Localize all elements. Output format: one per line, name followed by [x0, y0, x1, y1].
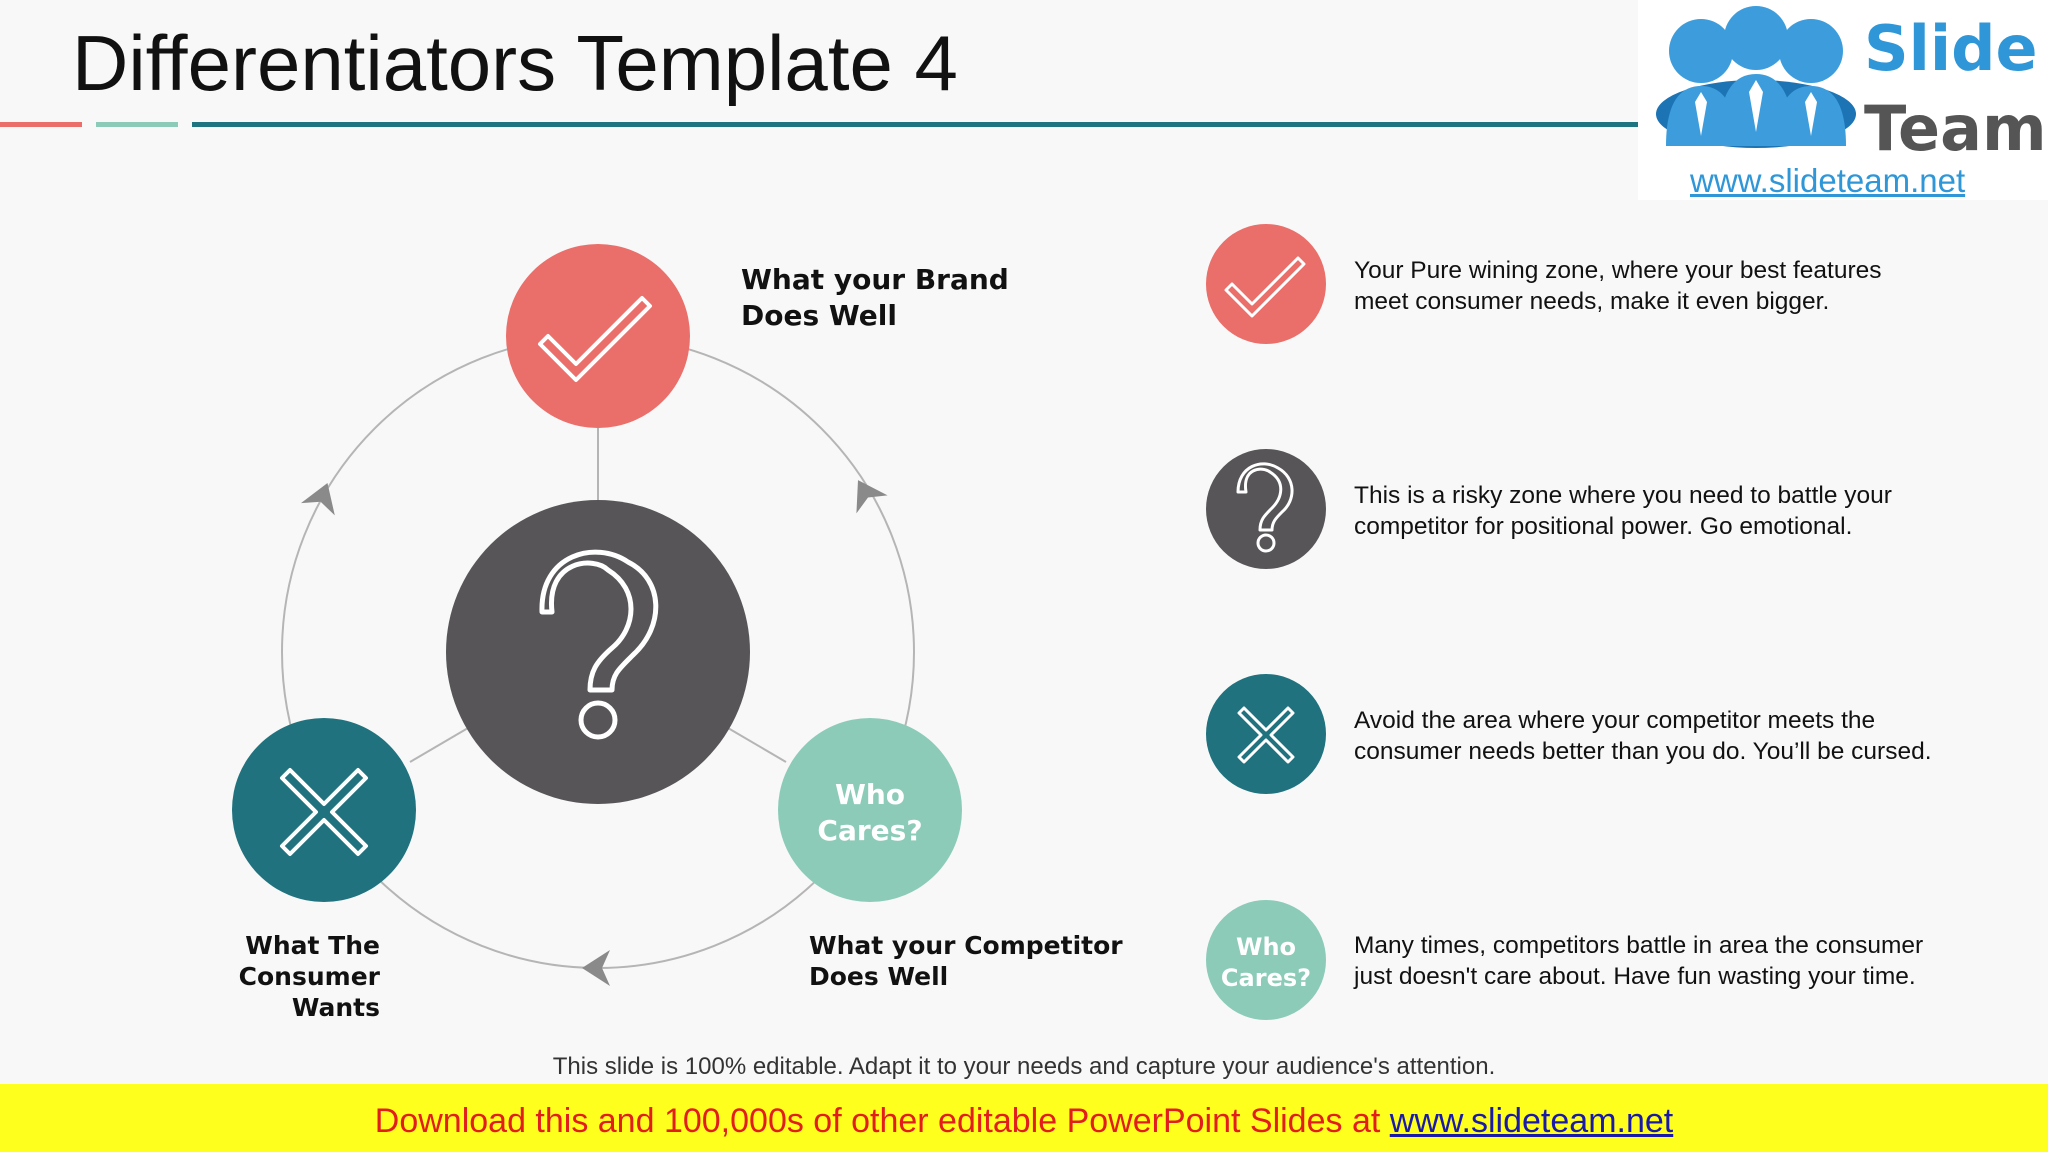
ring-arrow-right: [856, 480, 888, 514]
legend-circle-4-text-2: Cares?: [1221, 964, 1311, 992]
legend-desc-1: Your Pure wining zone, where your best f…: [1354, 255, 1882, 317]
legend-desc-4-line-1: Many times, competitors battle in area t…: [1354, 932, 1924, 959]
x-mark-icon: [280, 768, 368, 856]
check-mark-icon: [1224, 256, 1306, 318]
top-label-line-1: What your Brand: [741, 263, 1009, 296]
download-banner: [0, 1084, 2048, 1152]
legend-desc-3-line-1: Avoid the area where your competitor mee…: [1354, 707, 1876, 734]
top-circle: [506, 244, 690, 428]
right-circle-text-2: Cares?: [817, 814, 922, 847]
legend-desc-3: Avoid the area where your competitor mee…: [1354, 705, 1932, 767]
question-mark-icon: [539, 549, 659, 740]
legend-circle-3: [1206, 674, 1326, 794]
left-label-line-2: Wants: [291, 993, 380, 1022]
people-group-icon: [1656, 6, 1856, 148]
x-mark-icon: [1237, 706, 1295, 764]
right-circle: [778, 718, 962, 902]
top-label: What your Brand Does Well: [741, 262, 1009, 334]
legend-desc-2-line-1: This is a risky zone where you need to b…: [1354, 482, 1892, 509]
spoke-left: [409, 727, 469, 763]
slideteam-logo: Slide Team: [1638, 0, 2048, 200]
right-label: What your Competitor Does Well: [809, 930, 1123, 992]
right-label-line-1: What your Competitor: [809, 931, 1123, 960]
ring-arrow-left: [300, 482, 335, 516]
top-label-line-2: Does Well: [741, 299, 897, 332]
logo-word-team: Team: [1864, 92, 2047, 165]
legend-desc-4: Many times, competitors battle in area t…: [1354, 930, 1923, 992]
title-rule-coral: [0, 122, 82, 127]
left-label-line-1: What The Consumer: [238, 931, 380, 991]
legend-desc-3-line-2: consumer needs better than you do. You’l…: [1354, 738, 1932, 765]
spoke-right: [727, 727, 787, 763]
logo-url-link[interactable]: www.slideteam.net: [1690, 162, 1966, 199]
slide-title: Differentiators Template 4: [72, 19, 958, 107]
footer-note: This slide is 100% editable. Adapt it to…: [552, 1053, 1496, 1080]
legend-desc-1-line-2: meet consumer needs, make it even bigger…: [1354, 288, 1830, 315]
legend-circle-1: [1206, 224, 1326, 344]
legend-circle-4-text-1: Who: [1236, 933, 1296, 961]
legend-desc-4-line-2: just doesn't care about. Have fun wastin…: [1354, 963, 1916, 990]
banner-link[interactable]: www.slideteam.net: [1389, 1102, 1674, 1140]
legend-desc-2-line-2: competitor for positional power. Go emot…: [1354, 513, 1853, 540]
download-banner-text: Download this and 100,000s of other edit…: [0, 1102, 2048, 1141]
title-rule-mint: [96, 122, 178, 127]
legend-circle-2: [1206, 449, 1326, 569]
legend-circle-4: [1206, 900, 1326, 1020]
legend-desc-1-line-1: Your Pure wining zone, where your best f…: [1354, 257, 1882, 284]
question-mark-icon: [1236, 462, 1294, 553]
right-circle-text-1: Who: [835, 778, 905, 811]
banner-message: Download this and 100,000s of other edit…: [374, 1102, 1390, 1140]
center-circle: [446, 500, 750, 804]
check-mark-icon: [538, 296, 652, 382]
title-rule-teal: [192, 122, 1638, 127]
legend-desc-2: This is a risky zone where you need to b…: [1354, 480, 1892, 542]
logo-word-slide: Slide: [1864, 12, 2038, 85]
left-circle: [232, 718, 416, 902]
left-label: What The Consumer Wants: [100, 930, 380, 1023]
right-label-line-2: Does Well: [809, 962, 949, 991]
ring-arrow-bottom: [582, 950, 610, 986]
